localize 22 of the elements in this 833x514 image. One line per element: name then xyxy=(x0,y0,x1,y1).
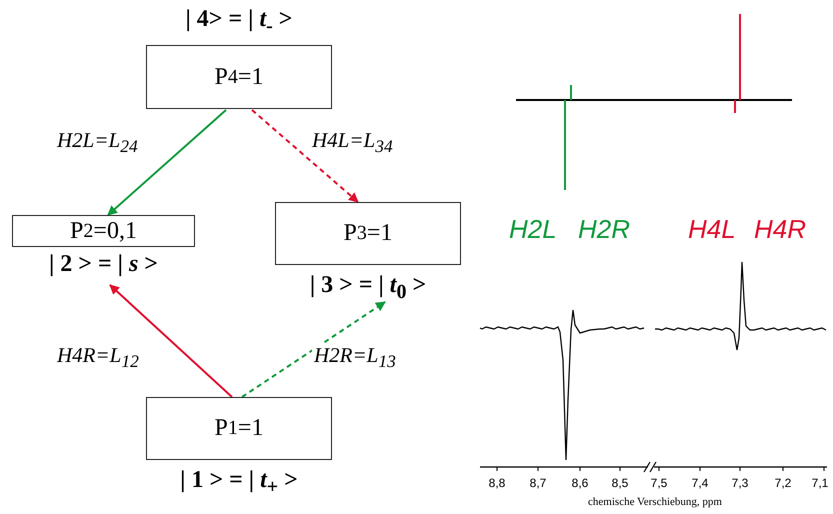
tick-label: 8,7 xyxy=(530,476,546,490)
arrow xyxy=(241,301,386,398)
state-label: | 1 > = | t$_{+}$ > xyxy=(179,467,299,499)
peak-label: H2R xyxy=(578,214,630,245)
state-label: | 4> = | t$_{-}$ > xyxy=(184,6,294,38)
tick-label: 7,5 xyxy=(650,476,668,490)
tick-label: 7,4 xyxy=(692,476,708,490)
arrow xyxy=(107,109,227,216)
peak-label: H4L xyxy=(688,214,736,245)
tick-label: 8,6 xyxy=(572,476,588,490)
peak-label: H2L xyxy=(509,214,557,245)
axis-title: chemische Verschiebung, ppm xyxy=(588,496,722,508)
tick-label: 7,1 xyxy=(812,476,828,490)
tick-label: 8,8 xyxy=(488,476,506,490)
peak-label: H4R xyxy=(754,214,806,245)
tick-label: 7,3 xyxy=(732,476,748,490)
state-label: | 2 > = | s > xyxy=(48,251,159,278)
arrow xyxy=(109,284,233,398)
arrow xyxy=(251,109,359,203)
tick-label: 8,5 xyxy=(612,476,628,490)
tick-label: 7,2 xyxy=(774,476,792,490)
state-label: | 3 > = | t$_{0}$ > xyxy=(308,272,428,304)
